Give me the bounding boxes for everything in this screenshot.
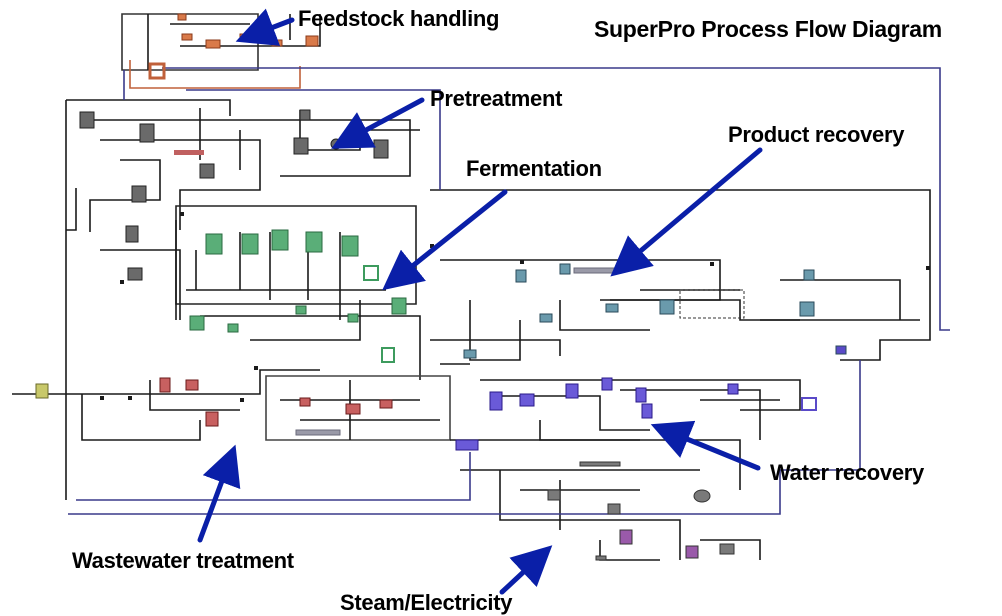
label-product-recovery: Product recovery	[728, 124, 904, 146]
label-pretreatment: Pretreatment	[430, 88, 562, 110]
wastewater-units	[36, 378, 392, 435]
fermentation-units	[190, 230, 406, 362]
water-recovery-arrow	[660, 428, 758, 468]
label-water-recovery: Water recovery	[770, 462, 924, 484]
label-fermentation: Fermentation	[466, 158, 602, 180]
recovery-units	[464, 264, 846, 358]
diagram-title: SuperPro Process Flow Diagram	[594, 18, 942, 41]
label-steam-electricity: Steam/Electricity	[340, 592, 512, 614]
label-feedstock-handling: Feedstock handling	[298, 8, 499, 30]
steam-arrow	[502, 552, 545, 592]
product-recovery-arrow	[618, 150, 760, 270]
feedstock-arrow	[245, 20, 292, 38]
steam-units	[548, 462, 734, 560]
wastewater-arrow	[200, 454, 232, 540]
label-wastewater-treatment: Wastewater treatment	[72, 550, 294, 572]
